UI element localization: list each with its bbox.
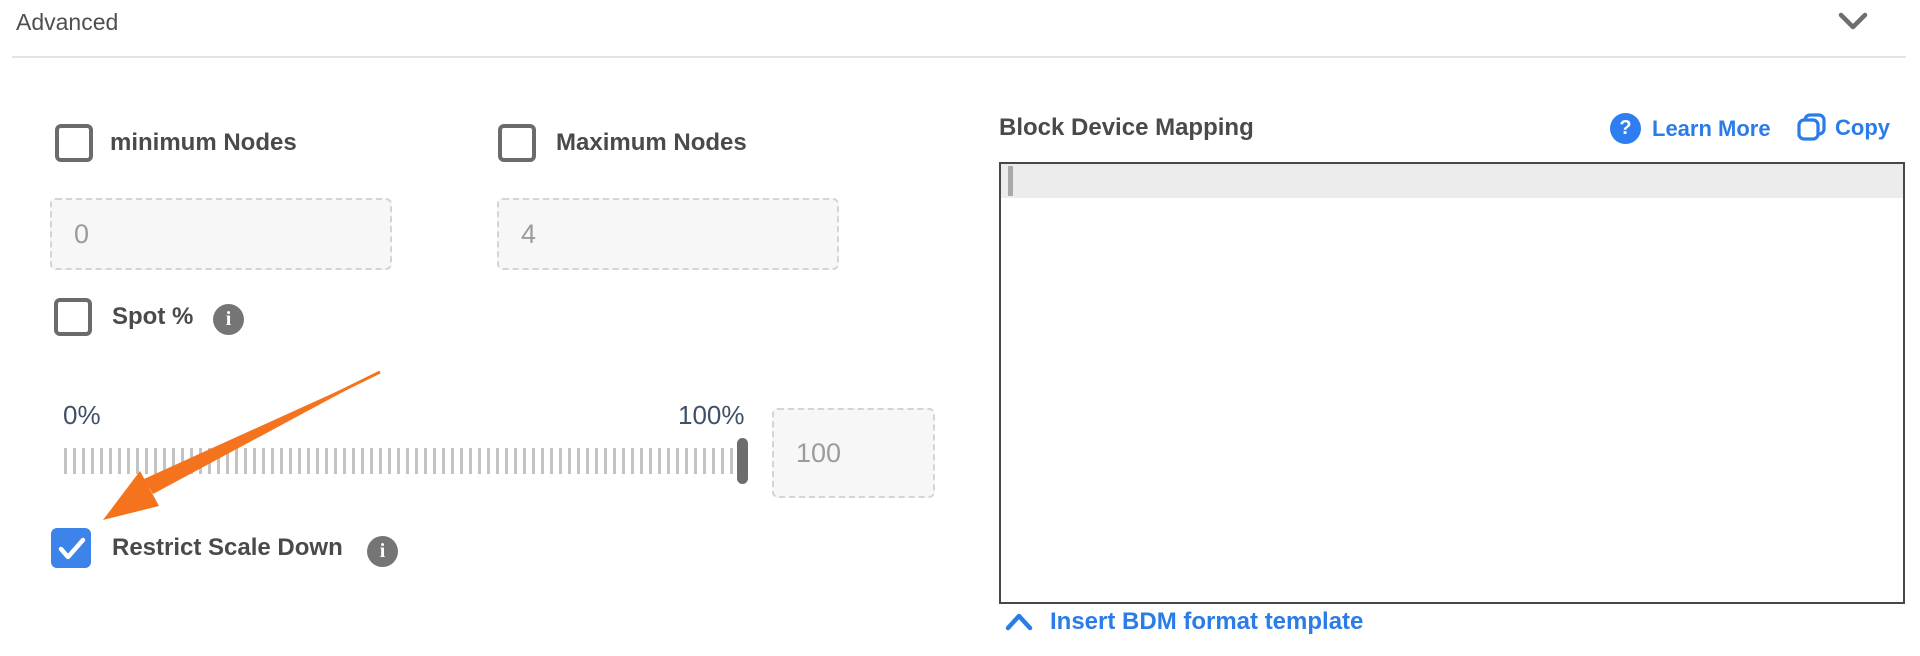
copy-label: Copy (1835, 115, 1890, 140)
copy-icon (1797, 113, 1826, 141)
minimum-nodes-label: minimum Nodes (110, 129, 297, 156)
spot-percent-checkbox[interactable] (54, 298, 92, 336)
learn-more-label: Learn More (1652, 115, 1771, 141)
minimum-nodes-checkbox[interactable] (55, 124, 93, 162)
editor-active-line (1001, 164, 1903, 198)
block-device-mapping-title: Block Device Mapping (999, 114, 1254, 141)
spot-percent-label: Spot % (112, 303, 194, 330)
spot-percent-slider-track[interactable] (64, 448, 747, 474)
slider-handle[interactable] (737, 438, 748, 484)
section-divider (12, 56, 1906, 58)
insert-bdm-template-label: Insert BDM format template (1050, 608, 1364, 635)
chevron-up-icon (1005, 613, 1033, 631)
restrict-scale-down-label: Restrict Scale Down (112, 534, 343, 561)
maximum-nodes-checkbox[interactable] (498, 124, 536, 162)
block-device-mapping-editor[interactable] (999, 162, 1905, 604)
slider-max-label: 100% (678, 400, 745, 430)
question-glyph: ? (1619, 117, 1632, 139)
question-circle-icon: ? (1610, 113, 1641, 144)
learn-more-link[interactable]: ? Learn More (1610, 113, 1771, 144)
info-glyph: i (379, 540, 386, 562)
info-glyph: i (225, 308, 232, 330)
insert-bdm-template-toggle[interactable]: Insert BDM format template (1004, 608, 1363, 636)
restrict-scale-down-checkbox[interactable] (51, 528, 91, 568)
editor-cursor (1008, 166, 1013, 196)
info-icon[interactable]: i (213, 304, 244, 335)
info-icon[interactable]: i (367, 536, 398, 567)
spot-percent-value-input[interactable] (772, 408, 935, 498)
section-title-advanced: Advanced (16, 9, 119, 35)
maximum-nodes-input[interactable] (497, 198, 839, 270)
chevron-down-icon[interactable] (1838, 12, 1868, 32)
slider-min-label: 0% (63, 400, 101, 430)
minimum-nodes-input[interactable] (50, 198, 392, 270)
maximum-nodes-label: Maximum Nodes (556, 129, 747, 156)
copy-button[interactable]: Copy (1796, 112, 1890, 144)
